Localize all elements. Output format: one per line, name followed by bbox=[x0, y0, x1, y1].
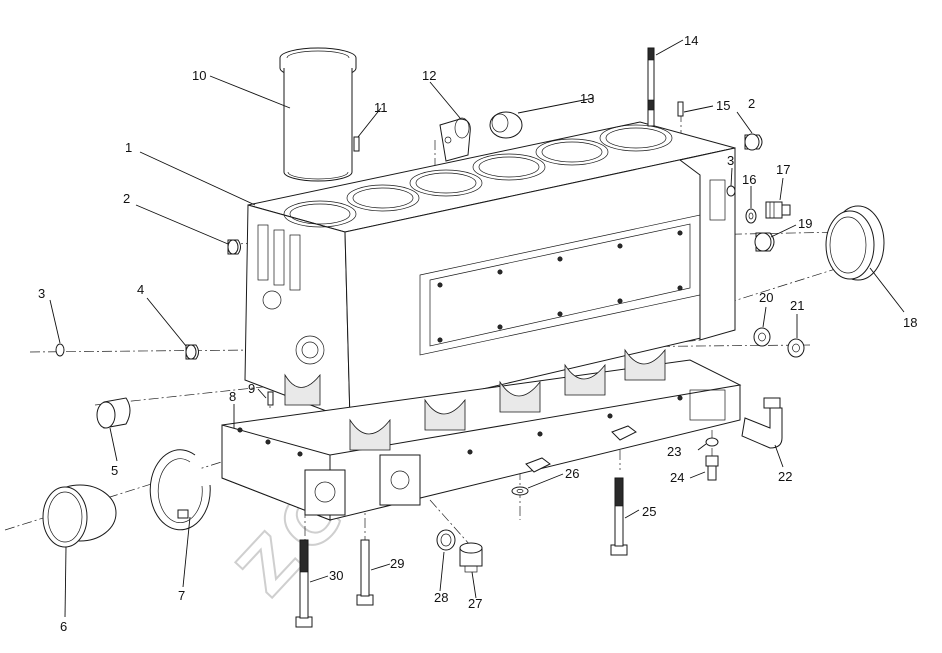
label-12: 12 bbox=[422, 68, 436, 83]
bolt-25 bbox=[610, 477, 628, 556]
label-19: 19 bbox=[798, 216, 812, 231]
cylinder-liner bbox=[279, 47, 357, 182]
water-outlet-12 bbox=[439, 117, 471, 162]
seal-ring-28 bbox=[436, 529, 456, 551]
label-1: 1 bbox=[125, 140, 132, 155]
bolt-29 bbox=[356, 539, 374, 606]
washer-23 bbox=[705, 437, 719, 447]
label-4: 4 bbox=[137, 282, 144, 297]
elbow-fitting-22 bbox=[741, 397, 783, 449]
label-21: 21 bbox=[790, 298, 804, 313]
label-27: 27 bbox=[468, 596, 482, 611]
plug-2-upper bbox=[744, 133, 763, 151]
plug-3-upper bbox=[726, 185, 736, 197]
cam-bushing-5 bbox=[96, 397, 131, 429]
plug-4 bbox=[185, 344, 199, 360]
plug-2-left bbox=[227, 239, 241, 255]
label-6: 6 bbox=[60, 619, 67, 634]
label-30: 30 bbox=[329, 568, 343, 583]
plug-19 bbox=[754, 232, 775, 252]
label-26: 26 bbox=[565, 466, 579, 481]
label-8: 8 bbox=[229, 389, 236, 404]
rear-seal-18 bbox=[825, 205, 885, 281]
washer-26 bbox=[511, 486, 529, 496]
cover-bolt-holes bbox=[437, 230, 683, 343]
label-13: 13 bbox=[580, 91, 594, 106]
label-28: 28 bbox=[434, 590, 448, 605]
label-3-left: 3 bbox=[38, 286, 45, 301]
dowel-pin-15 bbox=[677, 101, 684, 117]
label-14: 14 bbox=[684, 33, 698, 48]
drain-plug-27 bbox=[459, 542, 483, 573]
plug-21 bbox=[787, 338, 805, 358]
label-22: 22 bbox=[778, 469, 792, 484]
bolt-24 bbox=[705, 455, 719, 481]
washer-20 bbox=[753, 327, 771, 347]
label-5: 5 bbox=[111, 463, 118, 478]
dowel-pin-11 bbox=[353, 136, 360, 152]
label-25: 25 bbox=[642, 504, 656, 519]
label-9: 9 bbox=[248, 381, 255, 396]
cylinder-bores bbox=[283, 124, 673, 228]
main-bearing-6 bbox=[42, 484, 117, 548]
screw-plug-17 bbox=[765, 201, 791, 219]
oil-jet-bracket bbox=[525, 425, 637, 473]
label-18: 18 bbox=[903, 315, 917, 330]
crankcase-lower bbox=[221, 348, 742, 521]
label-3-right: 3 bbox=[727, 153, 734, 168]
part-labels: 1 2 2 3 3 4 5 6 7 8 9 10 11 12 13 14 15 … bbox=[38, 33, 917, 634]
label-2-right: 2 bbox=[748, 96, 755, 111]
label-17: 17 bbox=[776, 162, 790, 177]
label-15: 15 bbox=[716, 98, 730, 113]
label-16: 16 bbox=[742, 172, 756, 187]
label-2-left: 2 bbox=[123, 191, 130, 206]
thrust-washer-7 bbox=[149, 449, 211, 531]
cylinder-block bbox=[244, 121, 736, 421]
leader-lines bbox=[49, 39, 905, 618]
bolt-30 bbox=[295, 539, 313, 628]
label-24: 24 bbox=[670, 470, 684, 485]
expansion-plug-13 bbox=[489, 111, 523, 139]
label-10: 10 bbox=[192, 68, 206, 83]
label-20: 20 bbox=[759, 290, 773, 305]
dowel-pin-9 bbox=[267, 391, 274, 406]
label-7: 7 bbox=[178, 588, 185, 603]
label-11: 11 bbox=[374, 100, 388, 115]
stud-14 bbox=[647, 47, 655, 127]
label-29: 29 bbox=[390, 556, 404, 571]
main-bearing-saddles bbox=[284, 348, 666, 451]
label-23: 23 bbox=[667, 444, 681, 459]
plug-3-left bbox=[55, 343, 65, 357]
washer-16 bbox=[745, 208, 757, 224]
